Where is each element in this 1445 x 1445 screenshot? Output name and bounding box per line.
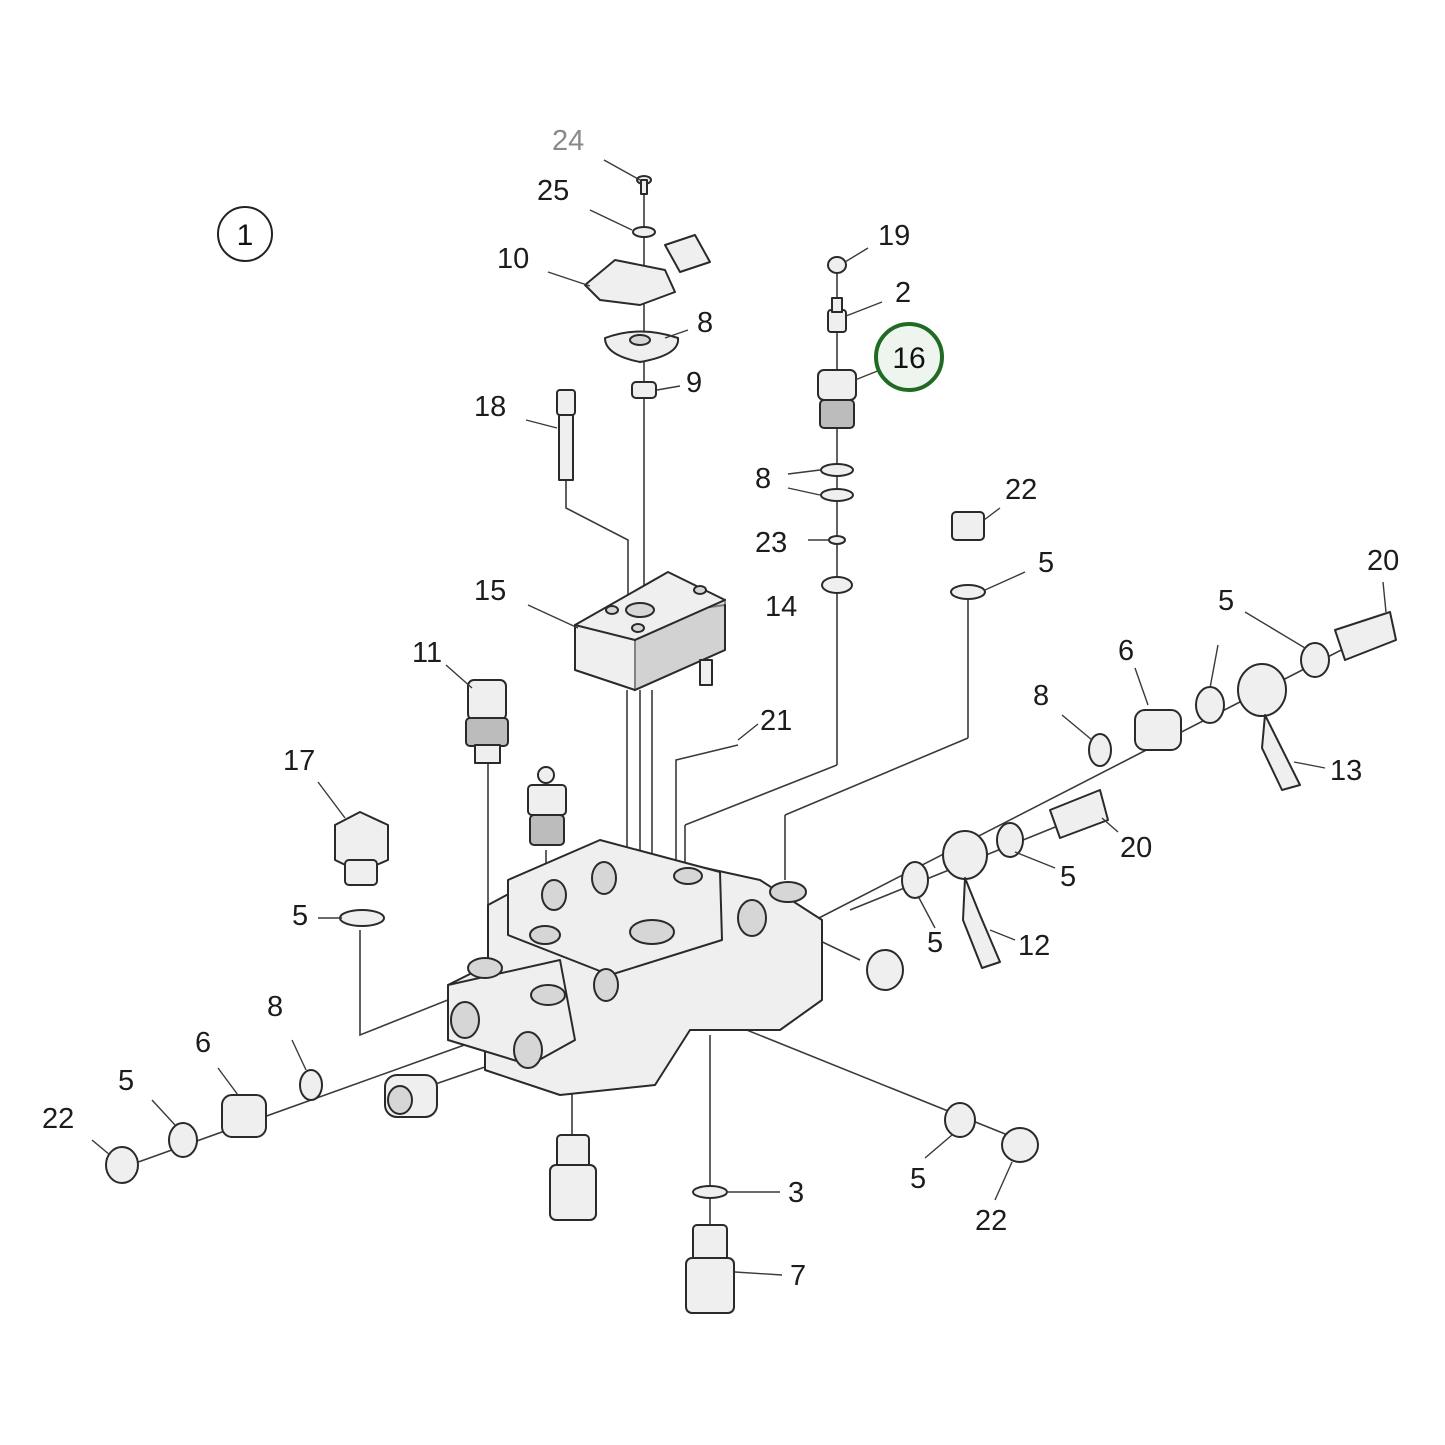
callout-24[interactable]: 24 <box>552 125 584 157</box>
callout-13[interactable]: 13 <box>1330 755 1362 787</box>
callout-2[interactable]: 2 <box>895 277 911 309</box>
callout-5-mid[interactable]: 5 <box>927 927 943 959</box>
callout-22-left[interactable]: 22 <box>42 1103 74 1135</box>
callout-5-upper-right[interactable]: 5 <box>1218 585 1234 617</box>
callout-7[interactable]: 7 <box>790 1260 806 1292</box>
right-plug-parts <box>950 511 986 600</box>
callout-5-top[interactable]: 5 <box>1038 547 1054 579</box>
callout-25[interactable]: 25 <box>537 175 569 207</box>
callout-8-stack[interactable]: 8 <box>755 463 771 495</box>
lower-left-chain <box>105 1069 438 1184</box>
part-15-valve-block <box>574 571 726 692</box>
bottom-fittings <box>549 1134 735 1314</box>
callout-labels: 24 25 10 8 9 18 19 2 8 23 14 22 5 20 5 6… <box>42 125 1399 1292</box>
callout-10[interactable]: 10 <box>497 243 529 275</box>
callout-5-lower-right[interactable]: 5 <box>910 1163 926 1195</box>
callout-21[interactable]: 21 <box>760 705 792 737</box>
callout-5-left[interactable]: 5 <box>292 900 308 932</box>
callout-8-top[interactable]: 8 <box>697 307 713 339</box>
callout-22-top[interactable]: 22 <box>1005 474 1037 506</box>
lower-banjo-chain <box>866 789 1109 991</box>
part-18-screw <box>556 389 576 481</box>
callout-22-lower-right[interactable]: 22 <box>975 1205 1007 1237</box>
top-stack-parts <box>584 175 711 399</box>
assembly-marker: 1 <box>217 206 273 262</box>
callout-23[interactable]: 23 <box>755 527 787 559</box>
callout-18[interactable]: 18 <box>474 391 506 423</box>
highlight-marker-16[interactable]: 16 <box>874 322 944 392</box>
upper-banjo-chain <box>1088 611 1397 791</box>
callout-9[interactable]: 9 <box>686 367 702 399</box>
lower-right-chain <box>944 1102 1039 1163</box>
callout-6-left[interactable]: 6 <box>195 1027 211 1059</box>
callout-5-mid-right[interactable]: 5 <box>1060 861 1076 893</box>
part-11-valve <box>465 679 567 846</box>
callout-15[interactable]: 15 <box>474 575 506 607</box>
callout-8-left[interactable]: 8 <box>267 991 283 1023</box>
callout-3[interactable]: 3 <box>788 1177 804 1209</box>
callout-20-lower[interactable]: 20 <box>1120 832 1152 864</box>
callout-8-right[interactable]: 8 <box>1033 680 1049 712</box>
callout-6-right[interactable]: 6 <box>1118 635 1134 667</box>
main-housing <box>447 839 823 1096</box>
right-stack-parts <box>817 256 857 594</box>
assembly-marker-label: 1 <box>237 219 254 252</box>
callout-14[interactable]: 14 <box>765 591 797 623</box>
part-17-fitting <box>334 811 389 927</box>
callout-19[interactable]: 19 <box>878 220 910 252</box>
callout-leaders <box>91 159 1387 1276</box>
callout-12[interactable]: 12 <box>1018 930 1050 962</box>
callout-20-top[interactable]: 20 <box>1367 545 1399 577</box>
highlight-marker-16-label: 16 <box>892 342 925 375</box>
callout-11[interactable]: 11 <box>412 637 442 669</box>
callout-17[interactable]: 17 <box>283 745 315 777</box>
callout-5-lower-left[interactable]: 5 <box>118 1065 134 1097</box>
